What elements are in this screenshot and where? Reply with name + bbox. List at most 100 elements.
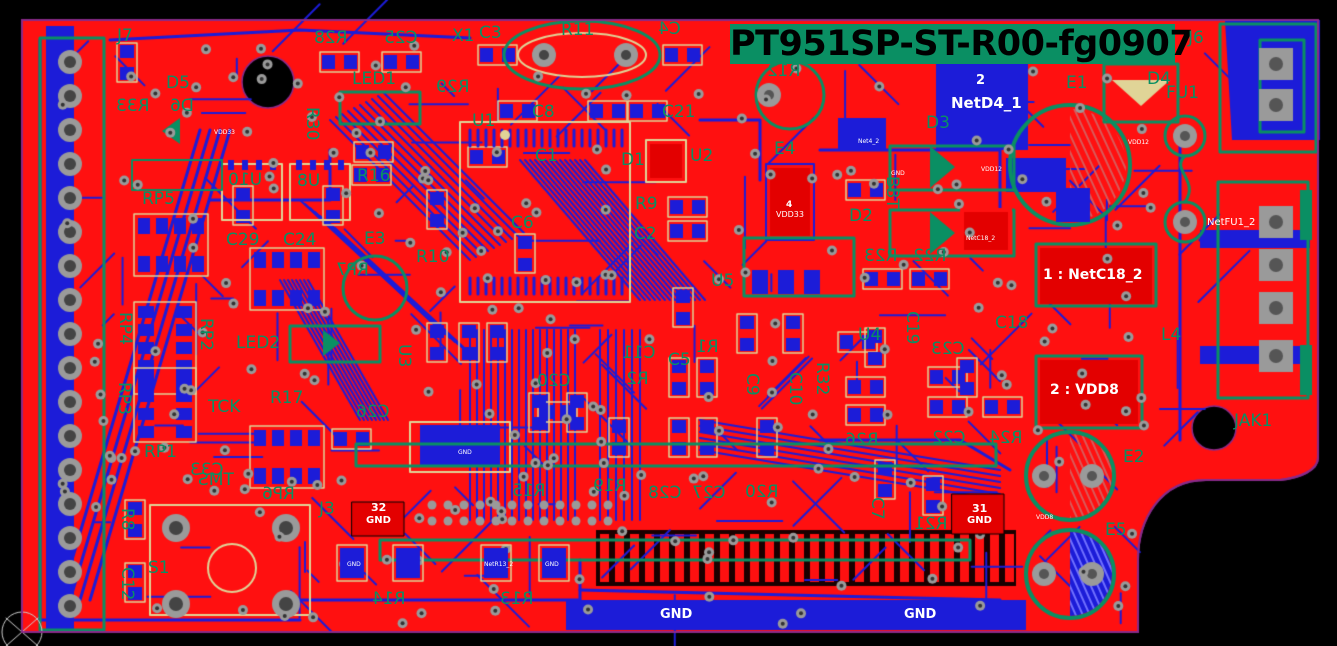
pad-31-number: 31	[972, 502, 988, 515]
designator-r13: R13	[500, 589, 534, 609]
designator-r30: R30	[302, 107, 322, 141]
designator-rp2: RP2	[196, 318, 216, 351]
designator-d6: D6	[170, 96, 194, 116]
designator-u10: U10	[228, 170, 263, 190]
vdd12-label-b: VDD12	[1128, 139, 1149, 146]
designator-c3: C3	[479, 23, 502, 43]
designator-c4: C4	[658, 19, 681, 39]
designator-u4: U4	[858, 325, 882, 345]
netr13-2-label: NetR13_2	[484, 561, 514, 568]
designator-d2: D2	[849, 206, 873, 226]
designator-c12: C12	[117, 567, 137, 601]
vdd8-pad-label: 2 : VDD8	[1050, 382, 1119, 398]
designator-e1: E1	[1066, 73, 1088, 93]
board-title-banner: PT951SP-ST-R00-fg0907	[730, 24, 1194, 64]
designator-u2: U2	[690, 146, 714, 166]
designator-u3: U3	[394, 344, 414, 368]
designator-r8: R8	[117, 508, 137, 531]
designator-d1: D1	[621, 150, 645, 170]
gnd-pour-label-right: GND	[904, 607, 937, 622]
designator-rp7: RP7	[336, 260, 369, 280]
designator-rp1: RP1	[144, 442, 177, 462]
pad-4-number: 4	[786, 200, 793, 210]
designator-u5: U5	[711, 271, 735, 291]
pad-32-net: GND	[366, 515, 391, 526]
designator-l4: L4	[1161, 325, 1182, 345]
designator-r20: R20	[745, 482, 779, 502]
gnd-small-1: GND	[347, 561, 361, 568]
designator-u8: U8	[297, 171, 321, 191]
designator-c23: C23	[931, 339, 965, 359]
designator-c19: C19	[902, 311, 922, 345]
designator-j7: J7	[117, 26, 133, 46]
designator-r22: R22	[913, 246, 947, 266]
designator-c10: C10	[785, 372, 805, 406]
designator-d4: D4	[1147, 69, 1171, 89]
designator-e5: E5	[1105, 520, 1127, 540]
designator-c25: C25	[384, 28, 418, 48]
designator-c11: C11	[622, 343, 656, 363]
designator-r33: R33	[116, 96, 150, 116]
designator-c8: C8	[532, 102, 555, 122]
designator-fu1: FU1	[1166, 83, 1200, 103]
designator-r19: R19	[593, 476, 627, 496]
designator-u1: U1	[472, 111, 496, 131]
designator-tck: TCK	[208, 397, 241, 417]
designator-rp6: RP6	[262, 484, 295, 504]
designator-rp3: RP3	[114, 382, 134, 415]
designator-r23: R23	[864, 246, 898, 266]
designator-c18: C18	[995, 313, 1029, 333]
gnd-small-2: GND	[545, 561, 559, 568]
designator-r15: R15	[512, 481, 546, 501]
designator-r11: R11	[561, 20, 595, 40]
designator-r16: R16	[357, 166, 391, 186]
designator-c29: C29	[226, 230, 260, 250]
designator-e4: E4	[774, 139, 796, 159]
designator-r10: R10	[416, 247, 450, 267]
designator-d5: D5	[166, 73, 190, 93]
vdd8-small-label: VDD8	[1036, 514, 1054, 521]
netfu1-label: NetFU1_2	[1207, 217, 1256, 228]
designator-c6: C6	[511, 213, 534, 233]
designator-r17: R17	[270, 388, 304, 408]
designator-led2: LED2	[236, 333, 281, 353]
designator-r24: R24	[989, 428, 1023, 448]
designator-c5: C5	[668, 350, 691, 370]
designator-tms: TMS	[198, 470, 234, 490]
designator-c27: C27	[692, 483, 726, 503]
designator-r29: R29	[436, 77, 470, 97]
designator-c26: C26	[356, 402, 390, 422]
designator-r26: R26	[845, 430, 879, 450]
designator-jak1: JAK1	[1234, 411, 1273, 431]
netc18-pad-label: 1 : NetC18_2	[1043, 267, 1143, 283]
designator-r21: R21	[914, 514, 948, 534]
designator-c9: C9	[742, 373, 762, 396]
designator-c7: C7	[867, 497, 887, 520]
designator-rp4: RP4	[115, 312, 135, 345]
designator-d3: D3	[926, 113, 950, 133]
gnd-pour-label-left: GND	[660, 607, 693, 622]
pad-31-net: GND	[967, 515, 992, 526]
designator-c1: C1	[535, 146, 558, 166]
designator-r1: R1	[696, 337, 719, 357]
designator-e3: E3	[364, 229, 386, 249]
netd4-pad-number: 2	[976, 73, 986, 88]
gnd-small-3: GND	[458, 449, 472, 456]
gnd-small-4: GND	[891, 170, 905, 177]
netd4-pad-label: NetD4_1	[951, 94, 1022, 112]
designator-c22: C22	[932, 428, 966, 448]
vdd12-label-a: VDD12	[981, 166, 1002, 173]
designator-c21: C21	[662, 102, 696, 122]
vdd33-label: VDD33	[214, 129, 235, 136]
net4-2-label: Net4_2	[858, 138, 880, 145]
designator-r12: R12	[767, 61, 801, 81]
designator-j6: J6	[1188, 28, 1204, 48]
designator-e2: E2	[1123, 447, 1145, 467]
netc18-2-small-label: NetC18_2	[966, 235, 996, 242]
designator-x1: X1	[452, 26, 475, 46]
designator-r28: R28	[314, 28, 348, 48]
designator-r9: R9	[635, 194, 658, 214]
pad-32-number: 32	[371, 501, 387, 514]
pad-4-net: VDD33	[776, 210, 804, 219]
